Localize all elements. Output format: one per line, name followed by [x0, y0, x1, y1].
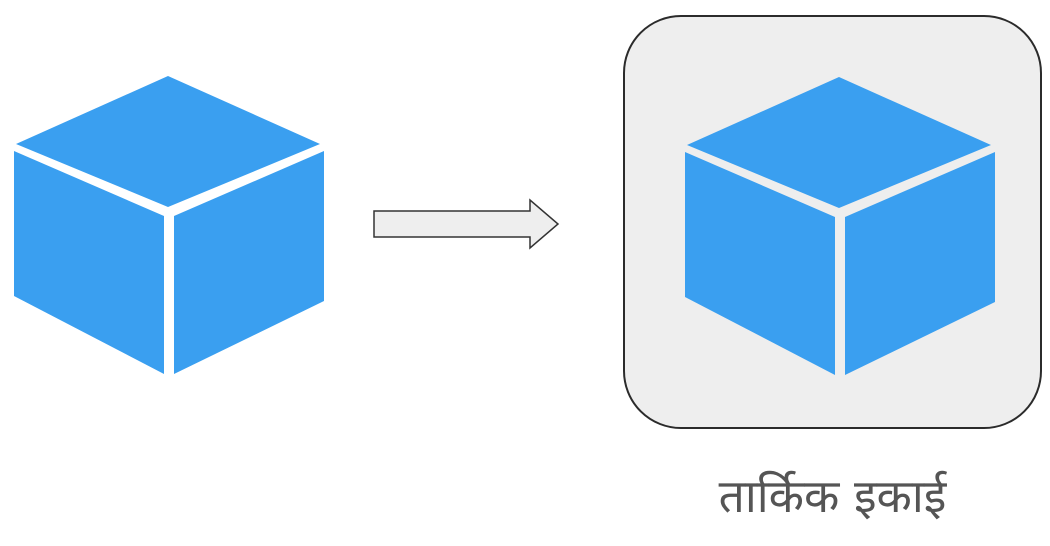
- logical-unit-container: [623, 15, 1042, 429]
- source-cube-icon: [14, 76, 324, 374]
- right-arrow-icon: [373, 198, 560, 250]
- logical-unit-caption: तार्किक इकाई: [718, 469, 947, 523]
- container-cube-icon: [685, 77, 995, 375]
